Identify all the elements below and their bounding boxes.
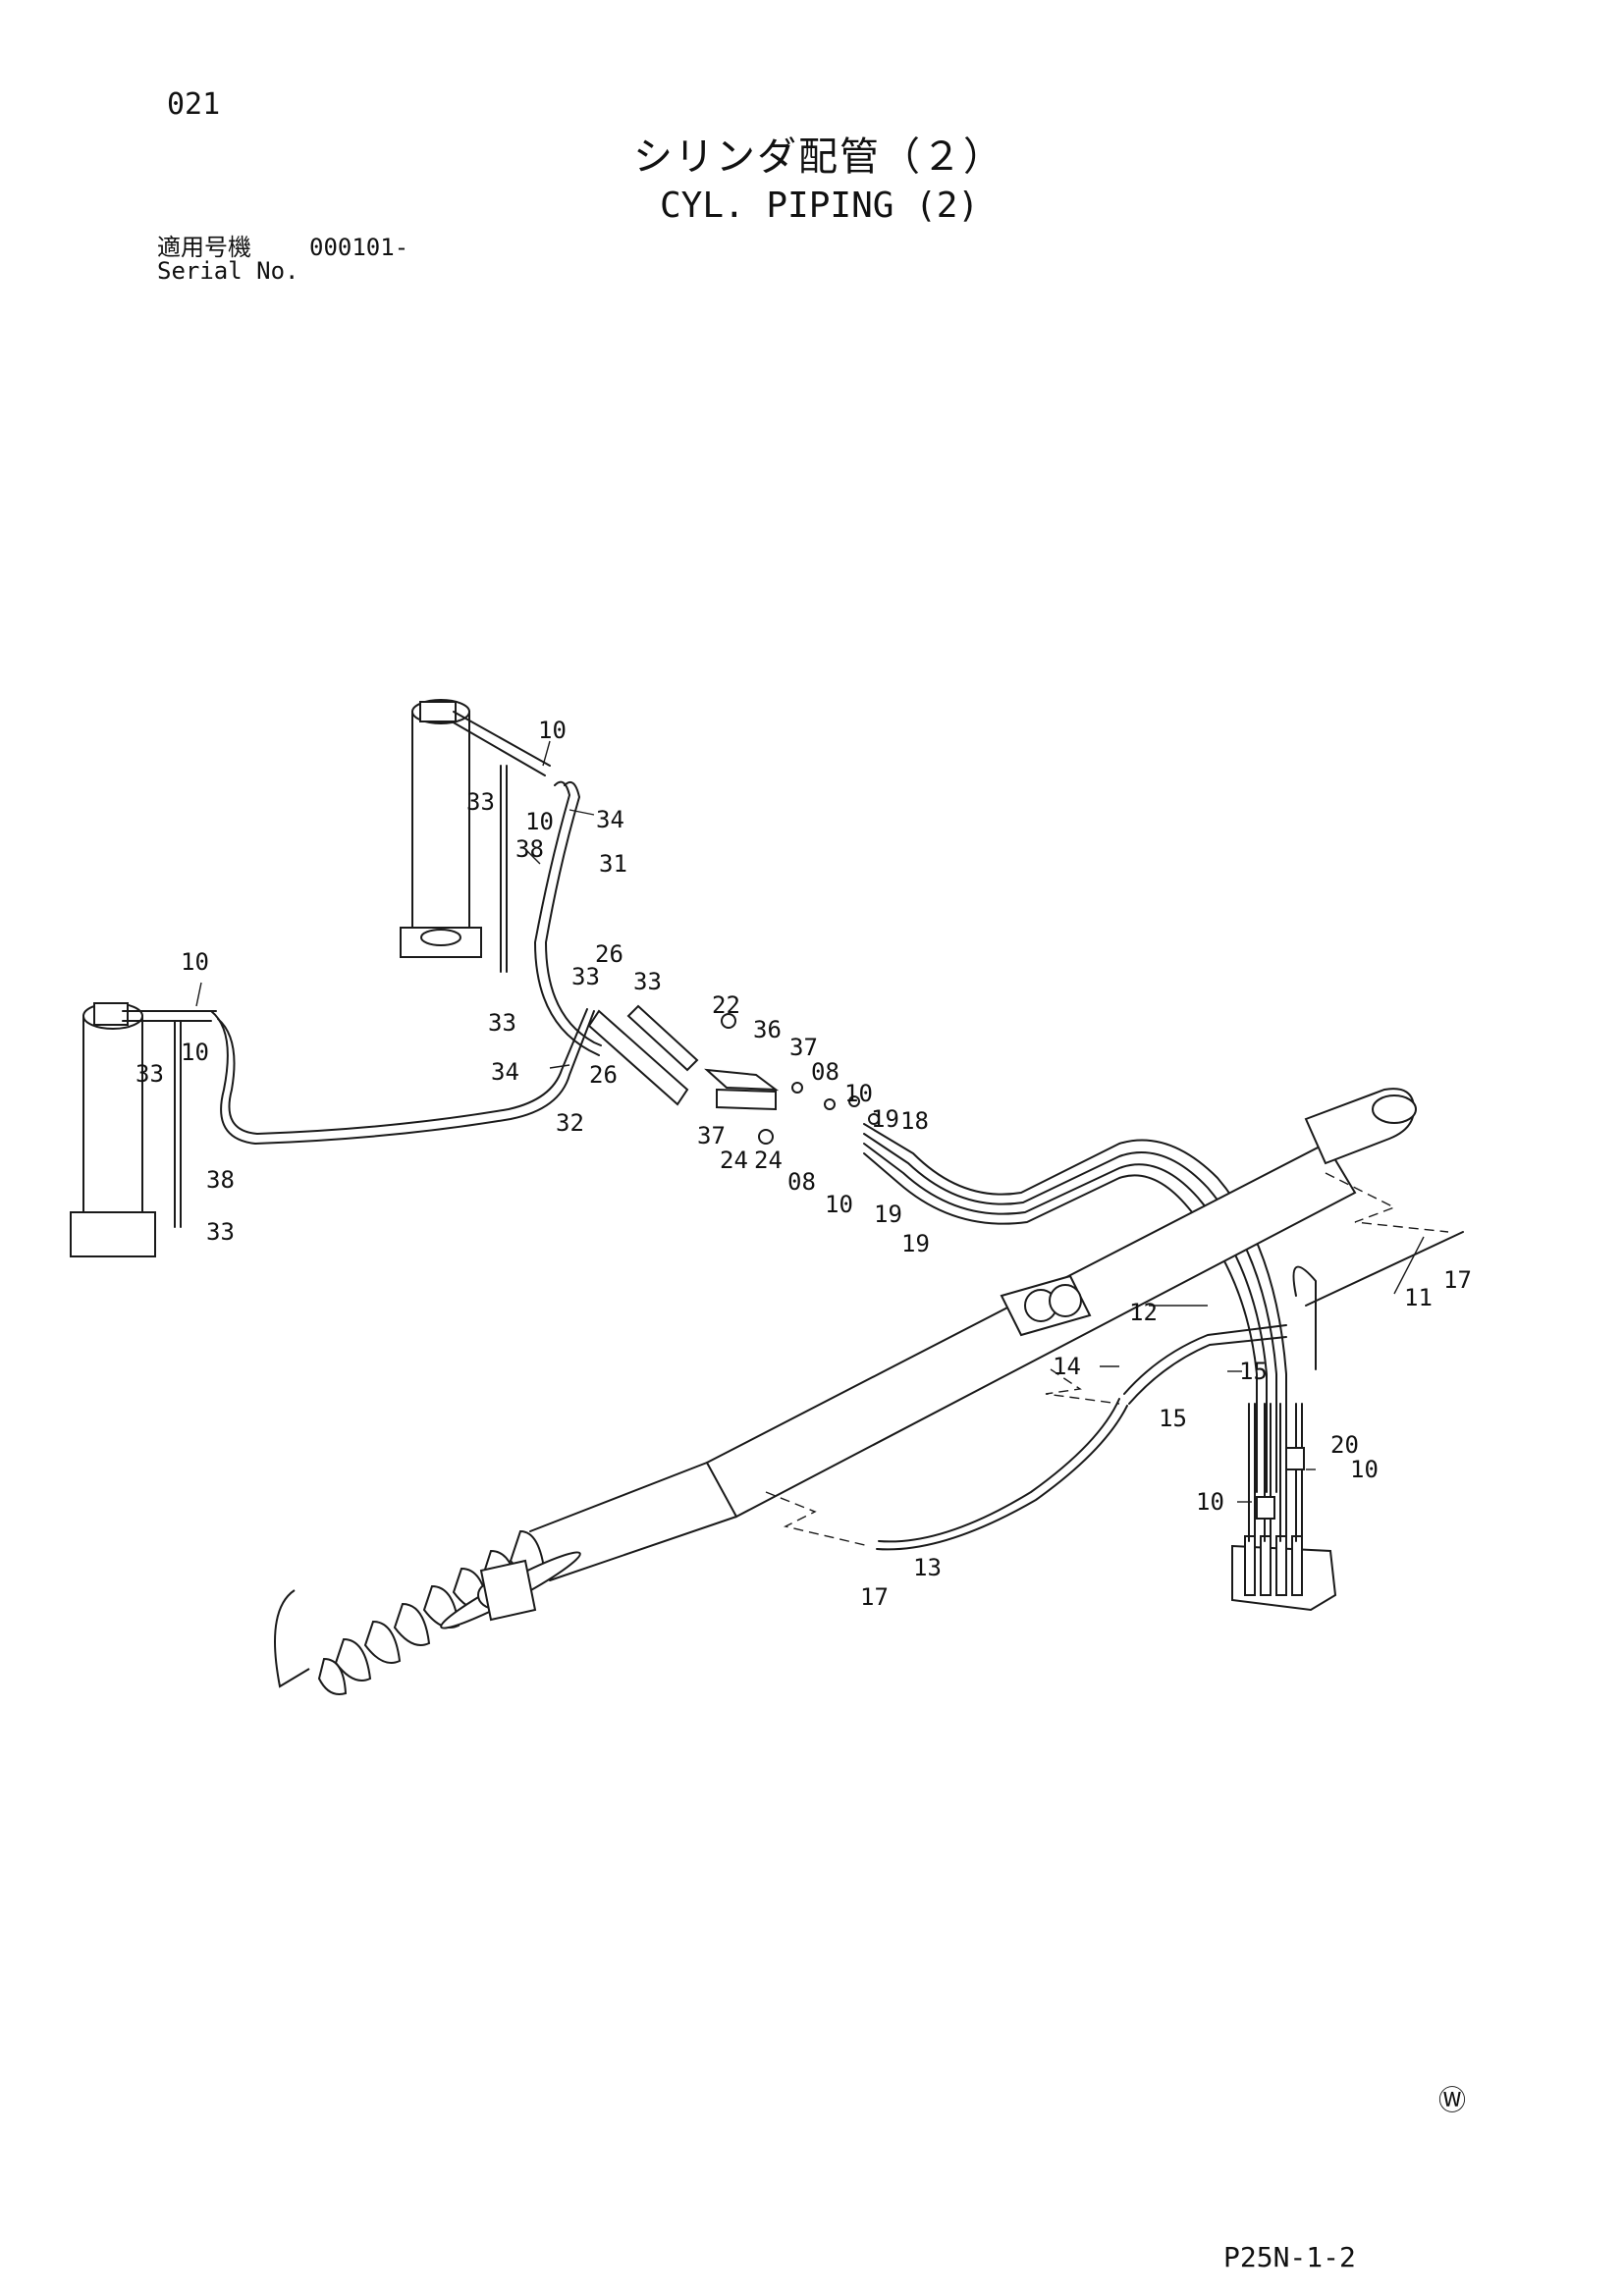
upper-cylinder-hoses bbox=[500, 765, 602, 1056]
callout-33: 33 bbox=[488, 1009, 516, 1037]
callout-15: 15 bbox=[1239, 1358, 1268, 1385]
upper-cylinder bbox=[400, 699, 551, 958]
callout-33: 33 bbox=[135, 1060, 164, 1088]
callout-22: 22 bbox=[712, 991, 740, 1019]
callout-10: 10 bbox=[825, 1191, 853, 1218]
callout-19: 19 bbox=[871, 1105, 899, 1133]
page-title-japanese: シリンダ配管（２） bbox=[633, 134, 1004, 180]
callout-31: 31 bbox=[599, 850, 627, 878]
callout-36: 36 bbox=[753, 1016, 782, 1043]
callout-10: 10 bbox=[1350, 1456, 1379, 1483]
callout-17: 17 bbox=[860, 1583, 889, 1611]
callout-10: 10 bbox=[181, 1039, 209, 1066]
callout-38: 38 bbox=[206, 1166, 235, 1194]
callout-14: 14 bbox=[1053, 1353, 1081, 1380]
callout-33: 33 bbox=[466, 788, 495, 816]
callout-26: 26 bbox=[589, 1061, 618, 1089]
callout-08: 08 bbox=[787, 1168, 816, 1196]
serial-label-english: Serial No. bbox=[157, 257, 299, 285]
callout-15: 15 bbox=[1159, 1405, 1187, 1432]
pipe-bundle bbox=[863, 1123, 1464, 1493]
callout-19: 19 bbox=[901, 1230, 930, 1257]
watermark-w-symbol: Ⓦ bbox=[1438, 2084, 1467, 2116]
callout-10: 10 bbox=[525, 808, 554, 835]
page-number: 021 bbox=[167, 87, 221, 122]
callout-10: 10 bbox=[844, 1080, 873, 1107]
callout-26: 26 bbox=[595, 940, 623, 968]
callout-20: 20 bbox=[1330, 1431, 1359, 1459]
callout-12: 12 bbox=[1129, 1299, 1158, 1326]
callout-08: 08 bbox=[811, 1058, 839, 1086]
callout-17: 17 bbox=[1443, 1266, 1472, 1294]
callout-33: 33 bbox=[571, 963, 600, 990]
leader-lines bbox=[195, 740, 1425, 1503]
callout-34: 34 bbox=[596, 806, 624, 833]
callout-10: 10 bbox=[181, 948, 209, 976]
control-valve bbox=[1231, 1403, 1337, 1612]
lower-hoses bbox=[765, 1172, 1449, 1551]
callout-24: 24 bbox=[754, 1147, 783, 1174]
callout-labels: 10 33 10 34 38 31 33 26 33 33 10 10 33 3… bbox=[135, 717, 1472, 1611]
drawing-code: P25N-1-2 bbox=[1223, 2241, 1356, 2273]
page-title-english: CYL. PIPING (2) bbox=[660, 186, 980, 226]
callout-37: 37 bbox=[789, 1034, 818, 1061]
callout-19: 19 bbox=[874, 1201, 902, 1228]
bracket-assembly bbox=[587, 1004, 880, 1145]
callout-13: 13 bbox=[913, 1554, 942, 1581]
serial-label-japanese: 適用号機 bbox=[157, 234, 251, 261]
left-cylinder-hoses bbox=[174, 1008, 595, 1228]
callout-38: 38 bbox=[515, 835, 544, 863]
left-cylinder bbox=[70, 1002, 217, 1257]
callout-34: 34 bbox=[491, 1058, 519, 1086]
callout-18: 18 bbox=[900, 1107, 929, 1135]
callout-33: 33 bbox=[206, 1218, 235, 1246]
callout-11: 11 bbox=[1404, 1284, 1433, 1311]
serial-value: 000101- bbox=[309, 234, 409, 261]
callout-10: 10 bbox=[538, 717, 567, 744]
main-cylinder bbox=[274, 1088, 1417, 1695]
callout-33: 33 bbox=[633, 968, 662, 995]
callout-10: 10 bbox=[1196, 1488, 1224, 1516]
callout-32: 32 bbox=[556, 1109, 584, 1137]
callout-37: 37 bbox=[697, 1122, 726, 1149]
callout-24: 24 bbox=[720, 1147, 748, 1174]
